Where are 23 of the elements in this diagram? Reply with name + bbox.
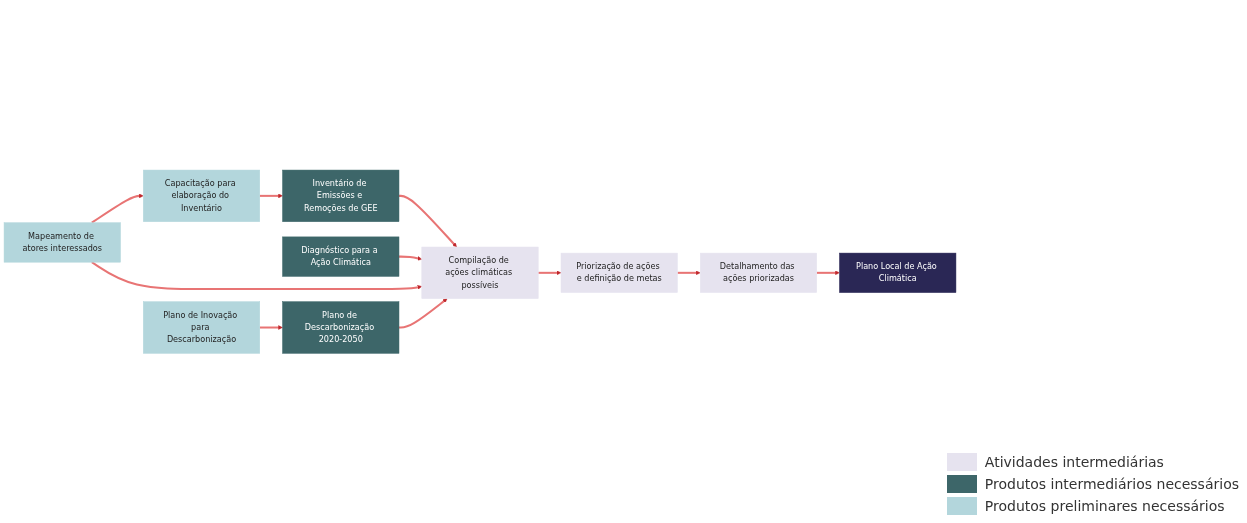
node-box: Inventário de Emissões e Remoções de GEE bbox=[282, 169, 400, 222]
node-box: Diagnóstico para a Ação Climática bbox=[282, 236, 400, 277]
node-box: Plano Local de Ação Climática bbox=[839, 252, 957, 293]
arrow bbox=[91, 261, 422, 290]
node-box: Detalhamento das ações priorizadas bbox=[700, 252, 817, 293]
node-box: Compilação de ações climáticas possíveis bbox=[421, 246, 539, 299]
arrow bbox=[677, 270, 701, 275]
arrow bbox=[538, 270, 562, 275]
node-box: Plano de Inovação para Descarbonização bbox=[143, 301, 260, 354]
arrow bbox=[399, 255, 422, 261]
node-box: Priorização de ações e definição de metas bbox=[560, 252, 678, 293]
arrow bbox=[398, 194, 457, 247]
legend-text: Produtos preliminares necessários bbox=[984, 498, 1225, 514]
arrow bbox=[259, 193, 283, 198]
legend-text: Produtos intermediários necessários bbox=[984, 476, 1239, 492]
arrow bbox=[816, 270, 840, 275]
arrow bbox=[91, 193, 144, 224]
node-box: Mapeamento de atores interessados bbox=[3, 222, 121, 263]
node-box: Plano de Descarbonização 2020-2050 bbox=[282, 301, 400, 354]
arrow bbox=[259, 325, 283, 330]
arrow bbox=[399, 298, 448, 329]
legend-text: Atividades intermediárias bbox=[984, 454, 1164, 470]
node-box: Capacitação para elaboração do Inventário bbox=[143, 169, 260, 222]
